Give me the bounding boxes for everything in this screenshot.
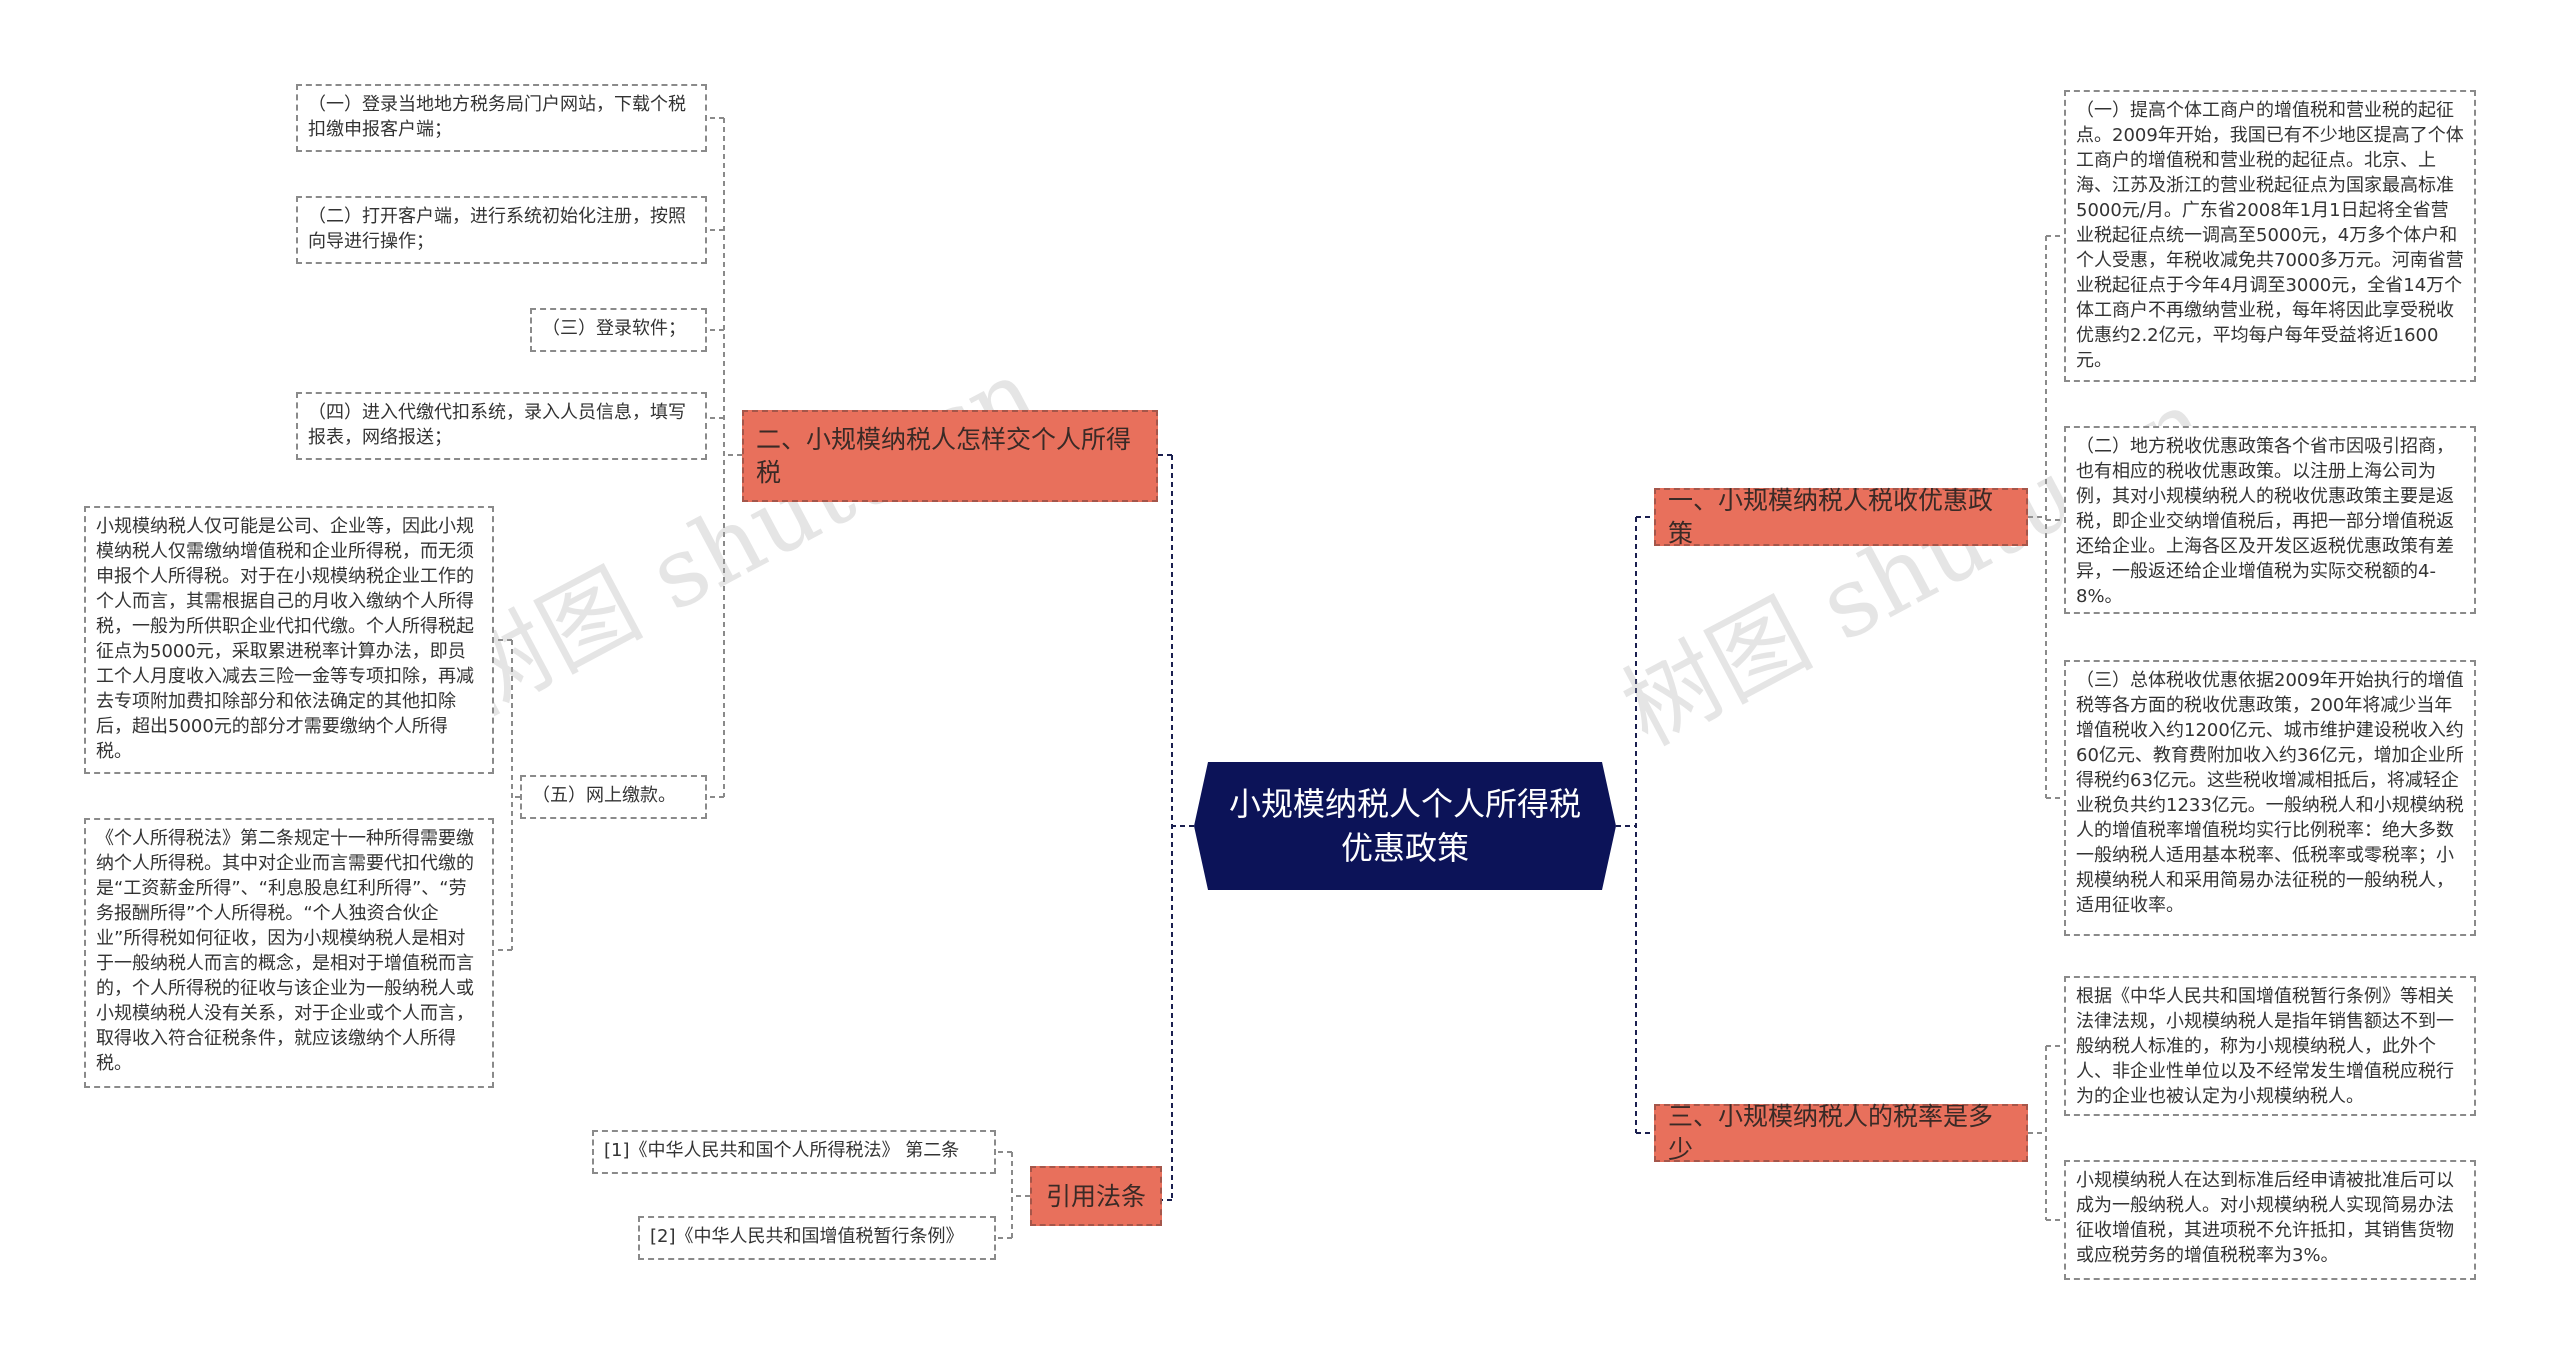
leaf-incentive-2[interactable]: （二）地方税收优惠政策各个省市因吸引招商，也有相应的税收优惠政策。以注册上海公司… [2064,426,2476,614]
central-topic[interactable]: 小规模纳税人个人所得税优惠政策 [1194,762,1616,890]
branch-cited-laws[interactable]: 引用法条 [1030,1166,1162,1226]
leaf-step-5[interactable]: （五）网上缴款。 [520,775,707,819]
leaf-incentive-3[interactable]: （三）总体税收优惠依据2009年开始执行的增值税等各方面的税收优惠政策，200年… [2064,660,2476,936]
leaf-rate-definition[interactable]: 根据《中华人民共和国增值税暂行条例》等相关法律法规，小规模纳税人是指年销售额达不… [2064,976,2476,1116]
leaf-rate-3percent[interactable]: 小规模纳税人在达到标准后经申请被批准后可以成为一般纳税人。对小规模纳税人实现简易… [2064,1160,2476,1280]
leaf-law-1[interactable]: [1]《中华人民共和国个人所得税法》 第二条 [592,1130,996,1174]
leaf-note-law[interactable]: 《个人所得税法》第二条规定十一种所得需要缴纳个人所得税。其中对企业而言需要代扣代… [84,818,494,1088]
leaf-step-4[interactable]: （四）进入代缴代扣系统，录入人员信息，填写报表，网络报送； [296,392,707,460]
leaf-step-2[interactable]: （二）打开客户端，进行系统初始化注册，按照向导进行操作； [296,196,707,264]
branch-tax-incentives[interactable]: 一、小规模纳税人税收优惠政策 [1654,486,2028,548]
leaf-note-explanation[interactable]: 小规模纳税人仅可能是公司、企业等，因此小规模纳税人仅需缴纳增值税和企业所得税，而… [84,506,494,774]
leaf-law-2[interactable]: [2]《中华人民共和国增值税暂行条例》 [638,1216,996,1260]
leaf-step-1[interactable]: （一）登录当地地方税务局门户网站，下载个税扣缴申报客户端； [296,84,707,152]
branch-how-to-pay[interactable]: 二、小规模纳税人怎样交个人所得税 [742,410,1158,502]
leaf-step-3[interactable]: （三）登录软件； [530,308,707,352]
leaf-incentive-1[interactable]: （一）提高个体工商户的增值税和营业税的起征点。2009年开始，我国已有不少地区提… [2064,90,2476,382]
branch-tax-rate[interactable]: 三、小规模纳税人的税率是多少 [1654,1102,2028,1164]
